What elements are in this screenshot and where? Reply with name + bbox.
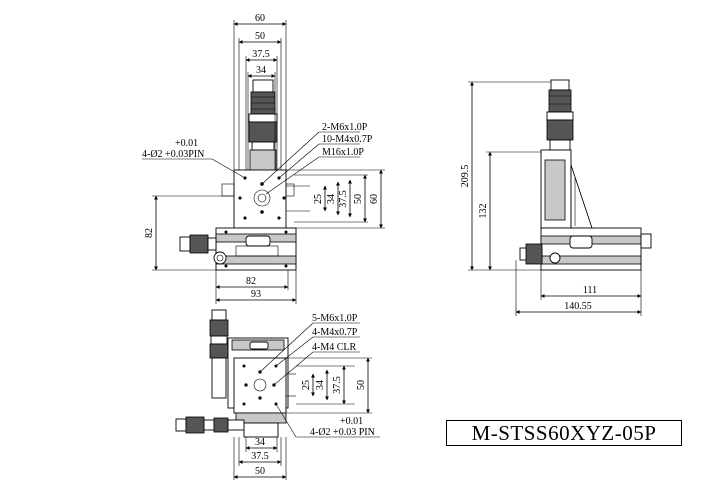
top-pin-spec: 4-Ø2 +0.03PIN bbox=[142, 149, 204, 160]
top-dim-82-horizontal: 82 bbox=[246, 276, 256, 287]
callout-2-m6: 2-M6x1.0P bbox=[322, 122, 368, 133]
top-dim-v60: 60 bbox=[369, 194, 380, 204]
bottom-dim-37-5: 37.5 bbox=[251, 451, 269, 462]
x-micrometer bbox=[179, 234, 227, 265]
bottom-pin-tolerance: +0.01 bbox=[340, 416, 363, 427]
model-number-box: M-STSS60XYZ-05P bbox=[446, 420, 682, 446]
bottom-dim-v34: 34 bbox=[315, 380, 326, 390]
top-dim-left: 82 bbox=[144, 195, 234, 271]
top-dim-93: 93 bbox=[251, 289, 261, 300]
bottom-view: 5-M6x1.0P 4-M4x0.7P 4-M4 CLR +0.01 4-Ø2 … bbox=[175, 309, 380, 480]
bottom-x-micrometer bbox=[175, 416, 245, 434]
bottom-pin-spec: 4-Ø2 +0.03 PIN bbox=[310, 427, 375, 438]
top-dims-bottom: 82 93 bbox=[215, 270, 297, 304]
z-micrometer bbox=[248, 79, 278, 173]
bottom-dim-50: 50 bbox=[255, 466, 265, 477]
side-dims-height: 209.5 132 bbox=[460, 81, 551, 271]
bottom-y-micrometer bbox=[209, 309, 229, 399]
side-z-micrometer bbox=[546, 79, 574, 151]
top-dim-37-5: 37.5 bbox=[252, 49, 270, 60]
bottom-callouts: 5-M6x1.0P 4-M4x0.7P 4-M4 CLR +0.01 4-Ø2 … bbox=[259, 313, 380, 438]
top-callouts: 2-M6x1.0P 10-M4x0.7P M16x1.0P +0.01 4-Ø2… bbox=[142, 122, 373, 195]
callout-4-m4-tap: 4-M4x0.7P bbox=[312, 327, 358, 338]
top-dims-horizontal: 60 50 37.5 34 bbox=[233, 13, 287, 170]
model-number: M-STSS60XYZ-05P bbox=[471, 420, 657, 445]
top-dim-v50: 50 bbox=[353, 194, 364, 204]
bottom-dim-34: 34 bbox=[255, 437, 265, 448]
bottom-dims-horizontal: 34 37.5 50 bbox=[233, 437, 287, 480]
top-dim-82-vertical: 82 bbox=[144, 228, 155, 238]
top-dim-v37-5: 37.5 bbox=[338, 190, 349, 208]
side-dim-111: 111 bbox=[583, 285, 597, 296]
top-dim-v34: 34 bbox=[326, 194, 337, 204]
top-stage-plate bbox=[233, 169, 287, 229]
top-view: 60 50 37.5 34 25 34 37.5 50 60 bbox=[142, 13, 385, 304]
side-view: 209.5 132 111 140.55 bbox=[460, 79, 652, 316]
bottom-dim-v37-5: 37.5 bbox=[332, 376, 343, 394]
bottom-dim-v25: 25 bbox=[301, 380, 312, 390]
bottom-dim-v50: 50 bbox=[356, 380, 367, 390]
callout-5-m6: 5-M6x1.0P bbox=[312, 313, 358, 324]
top-pin-tolerance: +0.01 bbox=[175, 138, 198, 149]
side-dim-132: 132 bbox=[478, 204, 489, 219]
bottom-dims-vertical: 25 34 37.5 50 bbox=[286, 357, 372, 414]
top-dim-60: 60 bbox=[255, 13, 265, 24]
callout-4-m4-clr: 4-M4 CLR bbox=[312, 342, 357, 353]
top-dim-v25: 25 bbox=[313, 194, 324, 204]
side-bracket bbox=[570, 164, 593, 229]
top-dims-vertical: 25 34 37.5 50 60 bbox=[286, 169, 385, 229]
callout-10-m4: 10-M4x0.7P bbox=[322, 134, 373, 145]
bottom-main-plate bbox=[233, 357, 287, 414]
side-dim-140-55: 140.55 bbox=[564, 301, 592, 312]
side-dim-209-5: 209.5 bbox=[460, 165, 471, 188]
top-dim-50: 50 bbox=[255, 31, 265, 42]
side-dims-bottom: 111 140.55 bbox=[515, 260, 642, 316]
top-dim-34: 34 bbox=[256, 65, 266, 76]
callout-m16: M16x1.0P bbox=[322, 147, 364, 158]
